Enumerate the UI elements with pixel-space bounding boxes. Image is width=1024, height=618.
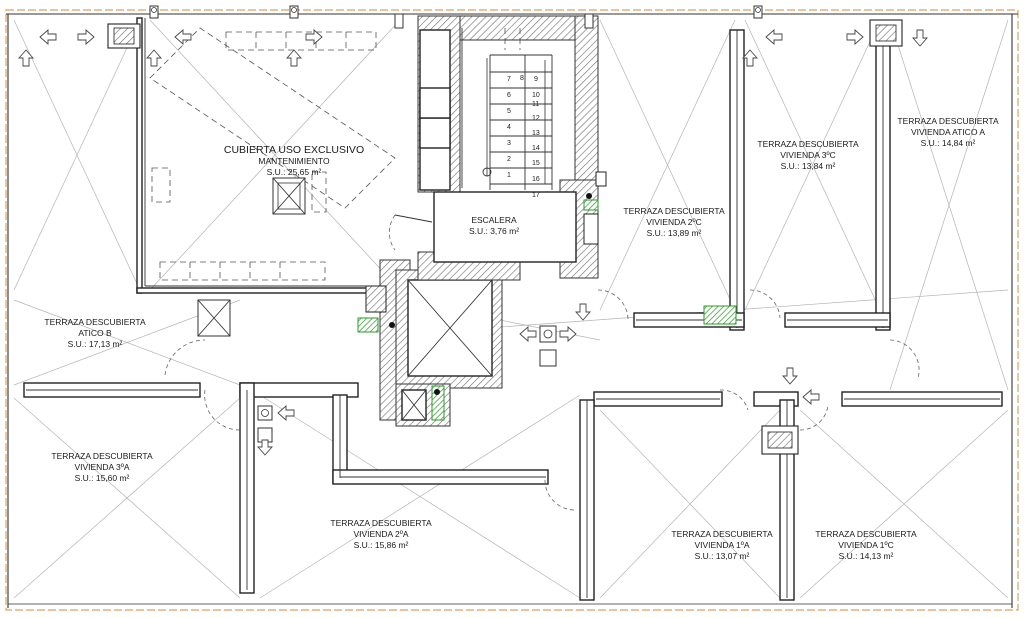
svg-text:VIVIENDA 1ºC: VIVIENDA 1ºC: [838, 540, 894, 550]
svg-text:TERRAZA DESCUBIERTA: TERRAZA DESCUBIERTA: [671, 529, 773, 539]
svg-text:CUBIERTA USO EXCLUSIVO: CUBIERTA USO EXCLUSIVO: [224, 144, 364, 156]
step-number: 4: [507, 124, 511, 131]
svg-text:TERRAZA DESCUBIERTA: TERRAZA DESCUBIERTA: [897, 116, 999, 126]
svg-text:S.U.: 13,89 m²: S.U.: 13,89 m²: [647, 228, 702, 238]
step-number: 17: [532, 192, 540, 199]
svg-text:VIVIENDA 2ºC: VIVIENDA 2ºC: [646, 217, 702, 227]
vent-blocks: [107, 19, 903, 455]
svg-text:VIVIENDA 1ºA: VIVIENDA 1ºA: [694, 540, 749, 550]
roof-drains: [149, 5, 763, 29]
svg-text:TERRAZA DESCUBIERTA: TERRAZA DESCUBIERTA: [51, 451, 153, 461]
svg-text:S.U.: 17,13 m²: S.U.: 17,13 m²: [68, 339, 123, 349]
step-number: 13: [532, 130, 540, 137]
label-terraza-3a: TERRAZA DESCUBIERTA VIVIENDA 3ºA S.U.: 1…: [51, 451, 153, 483]
label-terraza-atico-a: TERRAZA DESCUBIERTA VIVIENDA ATICO A S.U…: [897, 116, 999, 148]
svg-text:VIVIENDA 3ºA: VIVIENDA 3ºA: [74, 462, 129, 472]
step-number: 11: [532, 101, 539, 108]
svg-text:VIVIENDA 3ºC: VIVIENDA 3ºC: [780, 150, 836, 160]
svg-text:TERRAZA DESCUBIERTA: TERRAZA DESCUBIERTA: [815, 529, 917, 539]
svg-text:TERRAZA DESCUBIERTA: TERRAZA DESCUBIERTA: [623, 206, 725, 216]
svg-text:MANTENIMIENTO: MANTENIMIENTO: [258, 156, 330, 166]
step-number: 8: [520, 75, 524, 82]
step-number: 2: [507, 156, 511, 163]
label-terraza-2a: TERRAZA DESCUBIERTA VIVIENDA 2ºA S.U.: 1…: [330, 518, 432, 550]
svg-text:S.U.: 13,84 m²: S.U.: 13,84 m²: [781, 161, 836, 171]
label-terraza-1c: TERRAZA DESCUBIERTA VIVIENDA 1ºC S.U.: 1…: [815, 529, 917, 561]
svg-text:TERRAZA DESCUBIERTA: TERRAZA DESCUBIERTA: [757, 139, 859, 149]
step-number: 7: [507, 76, 511, 83]
svg-text:ATICO B: ATICO B: [78, 328, 112, 338]
step-number: 6: [507, 92, 511, 99]
step-number: 12: [532, 115, 540, 122]
svg-text:VIVIENDA ATICO A: VIVIENDA ATICO A: [911, 127, 985, 137]
svg-text:S.U.: 14,84 m²: S.U.: 14,84 m²: [921, 138, 976, 148]
step-number: 1: [507, 172, 511, 179]
stair-step-numbers: 7 6 5 4 3 2 1 8 9 10 11 12 13 14 15 16 1…: [507, 75, 540, 199]
stair-treads: [461, 28, 553, 190]
svg-text:S.U.: 13,07 m²: S.U.: 13,07 m²: [695, 551, 750, 561]
step-number: 9: [534, 76, 538, 83]
svg-text:S.U.: 3,76 m²: S.U.: 3,76 m²: [469, 226, 519, 236]
walls: [23, 17, 1003, 601]
plan-border: [5, 9, 1019, 611]
label-terraza-3c: TERRAZA DESCUBIERTA VIVIENDA 3ºC S.U.: 1…: [757, 139, 859, 171]
svg-text:S.U.: 25,65 m²: S.U.: 25,65 m²: [267, 167, 322, 177]
step-number: 14: [532, 145, 540, 152]
svg-text:S.U.: 15,60 m²: S.U.: 15,60 m²: [75, 473, 130, 483]
slope-arrows: [18, 29, 928, 456]
svg-text:ESCALERA: ESCALERA: [471, 215, 517, 225]
label-escalera: ESCALERA S.U.: 3,76 m²: [469, 215, 519, 236]
svg-text:TERRAZA DESCUBIERTA: TERRAZA DESCUBIERTA: [44, 317, 146, 327]
step-number: 10: [532, 92, 540, 99]
label-terraza-2c: TERRAZA DESCUBIERTA VIVIENDA 2ºC S.U.: 1…: [623, 206, 725, 238]
label-terraza-1a: TERRAZA DESCUBIERTA VIVIENDA 1ºA S.U.: 1…: [671, 529, 773, 561]
svg-text:S.U.: 15,86 m²: S.U.: 15,86 m²: [354, 540, 409, 550]
label-cubierta-uso-exclusivo: CUBIERTA USO EXCLUSIVO MANTENIMIENTO S.U…: [224, 144, 364, 177]
label-terraza-atico-b: TERRAZA DESCUBIERTA ATICO B S.U.: 17,13 …: [44, 317, 146, 349]
svg-text:TERRAZA DESCUBIERTA: TERRAZA DESCUBIERTA: [330, 518, 432, 528]
skylights: [197, 177, 557, 443]
svg-text:VIVIENDA 2ºA: VIVIENDA 2ºA: [353, 529, 408, 539]
svg-text:S.U.: 14,13 m²: S.U.: 14,13 m²: [839, 551, 894, 561]
room-labels: CUBIERTA USO EXCLUSIVO MANTENIMIENTO S.U…: [44, 116, 999, 561]
step-number: 3: [507, 140, 511, 147]
step-number: 5: [507, 108, 511, 115]
step-number: 16: [532, 176, 540, 183]
step-number: 15: [532, 160, 540, 167]
door-swings: [164, 214, 920, 511]
